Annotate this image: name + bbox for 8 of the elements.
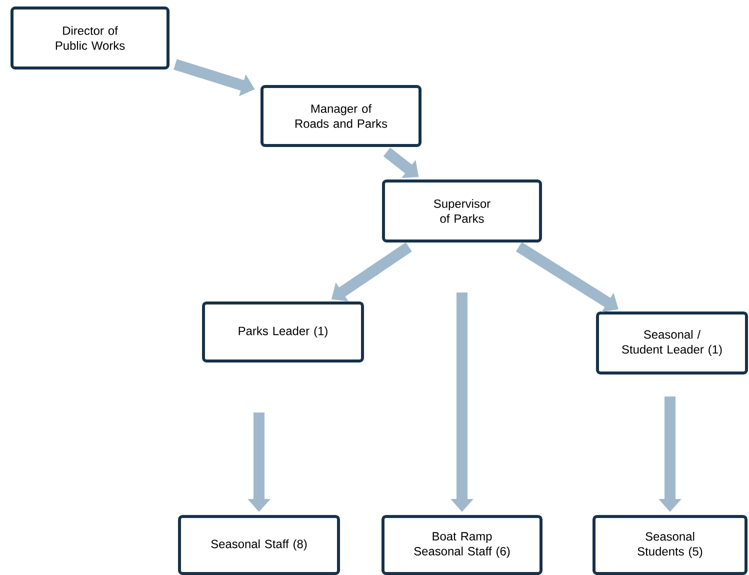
org-box: Director of Public Works bbox=[10, 6, 170, 70]
org-box: Seasonal Students (5) bbox=[592, 515, 748, 575]
org-box: Seasonal / Student Leader (1) bbox=[596, 312, 748, 374]
org-box: Boat Ramp Seasonal Staff (6) bbox=[382, 515, 542, 575]
org-box: Supervisor of Parks bbox=[382, 180, 542, 242]
org-box: Seasonal Staff (8) bbox=[178, 515, 340, 575]
org-box: Parks Leader (1) bbox=[202, 302, 364, 362]
org-box: Manager of Roads and Parks bbox=[260, 85, 422, 147]
